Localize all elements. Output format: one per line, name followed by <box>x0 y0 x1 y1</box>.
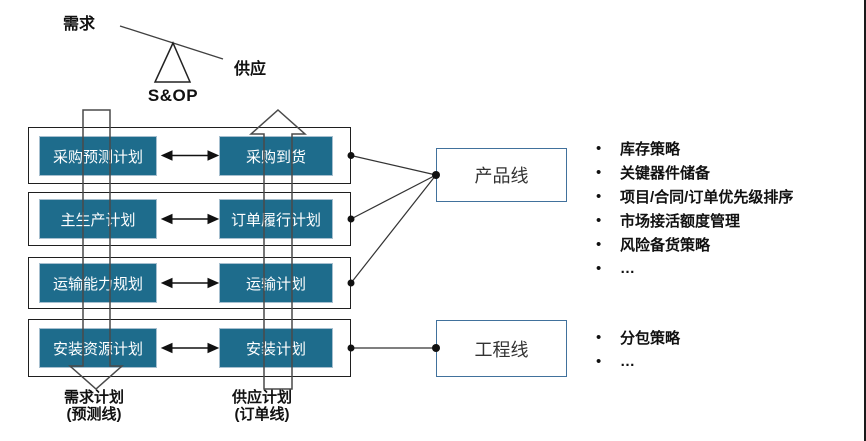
demand-plan-title: 需求计划 <box>63 389 124 406</box>
product-line-bullet-list: 库存策略 关键器件储备 项目/合同/订单优先级排序 市场接活额度管理 风险备货策… <box>596 136 793 280</box>
plan-box-transport-capacity: 运输能力规划 <box>39 263 157 303</box>
bullet-priority-ranking: 项目/合同/订单优先级排序 <box>596 184 793 208</box>
plan-box-order-fulfillment: 订单履行计划 <box>219 199 333 239</box>
engineering-line-bullet-list: 分包策略 … <box>596 325 680 373</box>
plan-box-install-plan: 安装计划 <box>219 328 333 368</box>
bullet-market-quota: 市场接活额度管理 <box>596 208 793 232</box>
product-line-box: 产品线 <box>436 148 567 202</box>
supply-plan-label: 供应计划 (订单线) <box>212 389 312 423</box>
slide-edge-line <box>864 0 866 441</box>
plan-box-transport-plan: 运输计划 <box>219 263 333 303</box>
plan-box-purchase-arrival: 采购到货 <box>219 136 333 176</box>
supply-label: 供应 <box>234 61 267 78</box>
plan-box-master-production: 主生产计划 <box>39 199 157 239</box>
plan-box-install-resource: 安装资源计划 <box>39 328 157 368</box>
demand-plan-label: 需求计划 (预测线) <box>44 389 144 423</box>
connector-dots <box>347 152 440 352</box>
bullet-ellipsis: … <box>596 349 680 373</box>
bullet-key-component-reserve: 关键器件储备 <box>596 160 793 184</box>
seesaw-fulcrum-icon <box>153 41 192 83</box>
product-line-connectors <box>350 154 437 284</box>
bullet-ellipsis: … <box>596 256 793 280</box>
bullet-inventory-strategy: 库存策略 <box>596 136 793 160</box>
engineering-line-box: 工程线 <box>436 320 567 377</box>
seesaw-beam-line <box>119 25 224 60</box>
demand-plan-subtitle: (预测线) <box>66 406 122 423</box>
supply-plan-title: 供应计划 <box>231 389 292 406</box>
bullet-risk-stocking: 风险备货策略 <box>596 232 793 256</box>
demand-label: 需求 <box>63 16 96 33</box>
supply-plan-subtitle: (订单线) <box>234 406 290 423</box>
bullet-subcontract-strategy: 分包策略 <box>596 325 680 349</box>
plan-box-purchase-forecast: 采购预测计划 <box>39 136 157 176</box>
sop-label: S&OP <box>147 86 199 105</box>
